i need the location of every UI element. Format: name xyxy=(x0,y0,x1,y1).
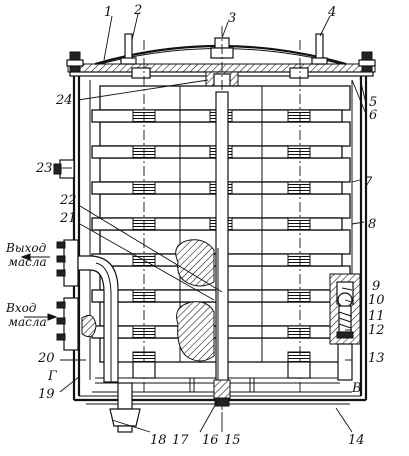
callout-7: 7 xyxy=(364,175,373,190)
letter-v: В xyxy=(351,381,362,396)
relief-valve xyxy=(329,273,361,381)
scraper-shaft xyxy=(175,91,231,407)
callout-20: 20 xyxy=(37,351,55,366)
oil-inlet-line2: масла xyxy=(8,315,47,329)
letter-g: Г xyxy=(47,369,57,384)
bottom-bolts xyxy=(132,361,311,392)
callout-2: 2 xyxy=(133,3,142,18)
callout-15: 15 xyxy=(224,433,241,448)
callout-4: 4 xyxy=(327,5,336,20)
callout-5: 5 xyxy=(369,95,377,110)
callout-13: 13 xyxy=(368,351,385,366)
oil-pipes xyxy=(53,159,141,433)
callout-1: 1 xyxy=(104,5,112,20)
callout-16: 16 xyxy=(202,433,219,448)
flow-arrows xyxy=(20,253,58,321)
callout-14: 14 xyxy=(348,433,365,448)
callout-labels: 1 2 3 4 5 6 7 8 9 10 11 12 13 14 15 16 1… xyxy=(5,3,385,448)
callout-6: 6 xyxy=(369,108,377,123)
callout-10: 10 xyxy=(368,293,385,308)
plug-23 xyxy=(59,159,75,179)
callout-18: 18 xyxy=(150,433,167,448)
callout-23: 23 xyxy=(35,161,53,176)
lid-assembly xyxy=(66,33,376,95)
leader-lines xyxy=(59,13,367,433)
callout-22: 22 xyxy=(59,193,77,208)
oil-outlet-line1: Выход xyxy=(5,241,47,255)
callout-8: 8 xyxy=(368,217,376,232)
oil-inlet-line1: Вход xyxy=(5,301,37,315)
callout-3: 3 xyxy=(228,11,236,26)
callout-11: 11 xyxy=(368,309,385,324)
callout-9: 9 xyxy=(372,279,380,294)
callout-19: 19 xyxy=(38,387,55,402)
oil-outlet-line2: масла xyxy=(8,255,47,269)
callout-24: 24 xyxy=(55,93,73,108)
callout-21: 21 xyxy=(59,211,77,226)
callout-12: 12 xyxy=(368,323,385,338)
callout-17: 17 xyxy=(172,433,189,448)
